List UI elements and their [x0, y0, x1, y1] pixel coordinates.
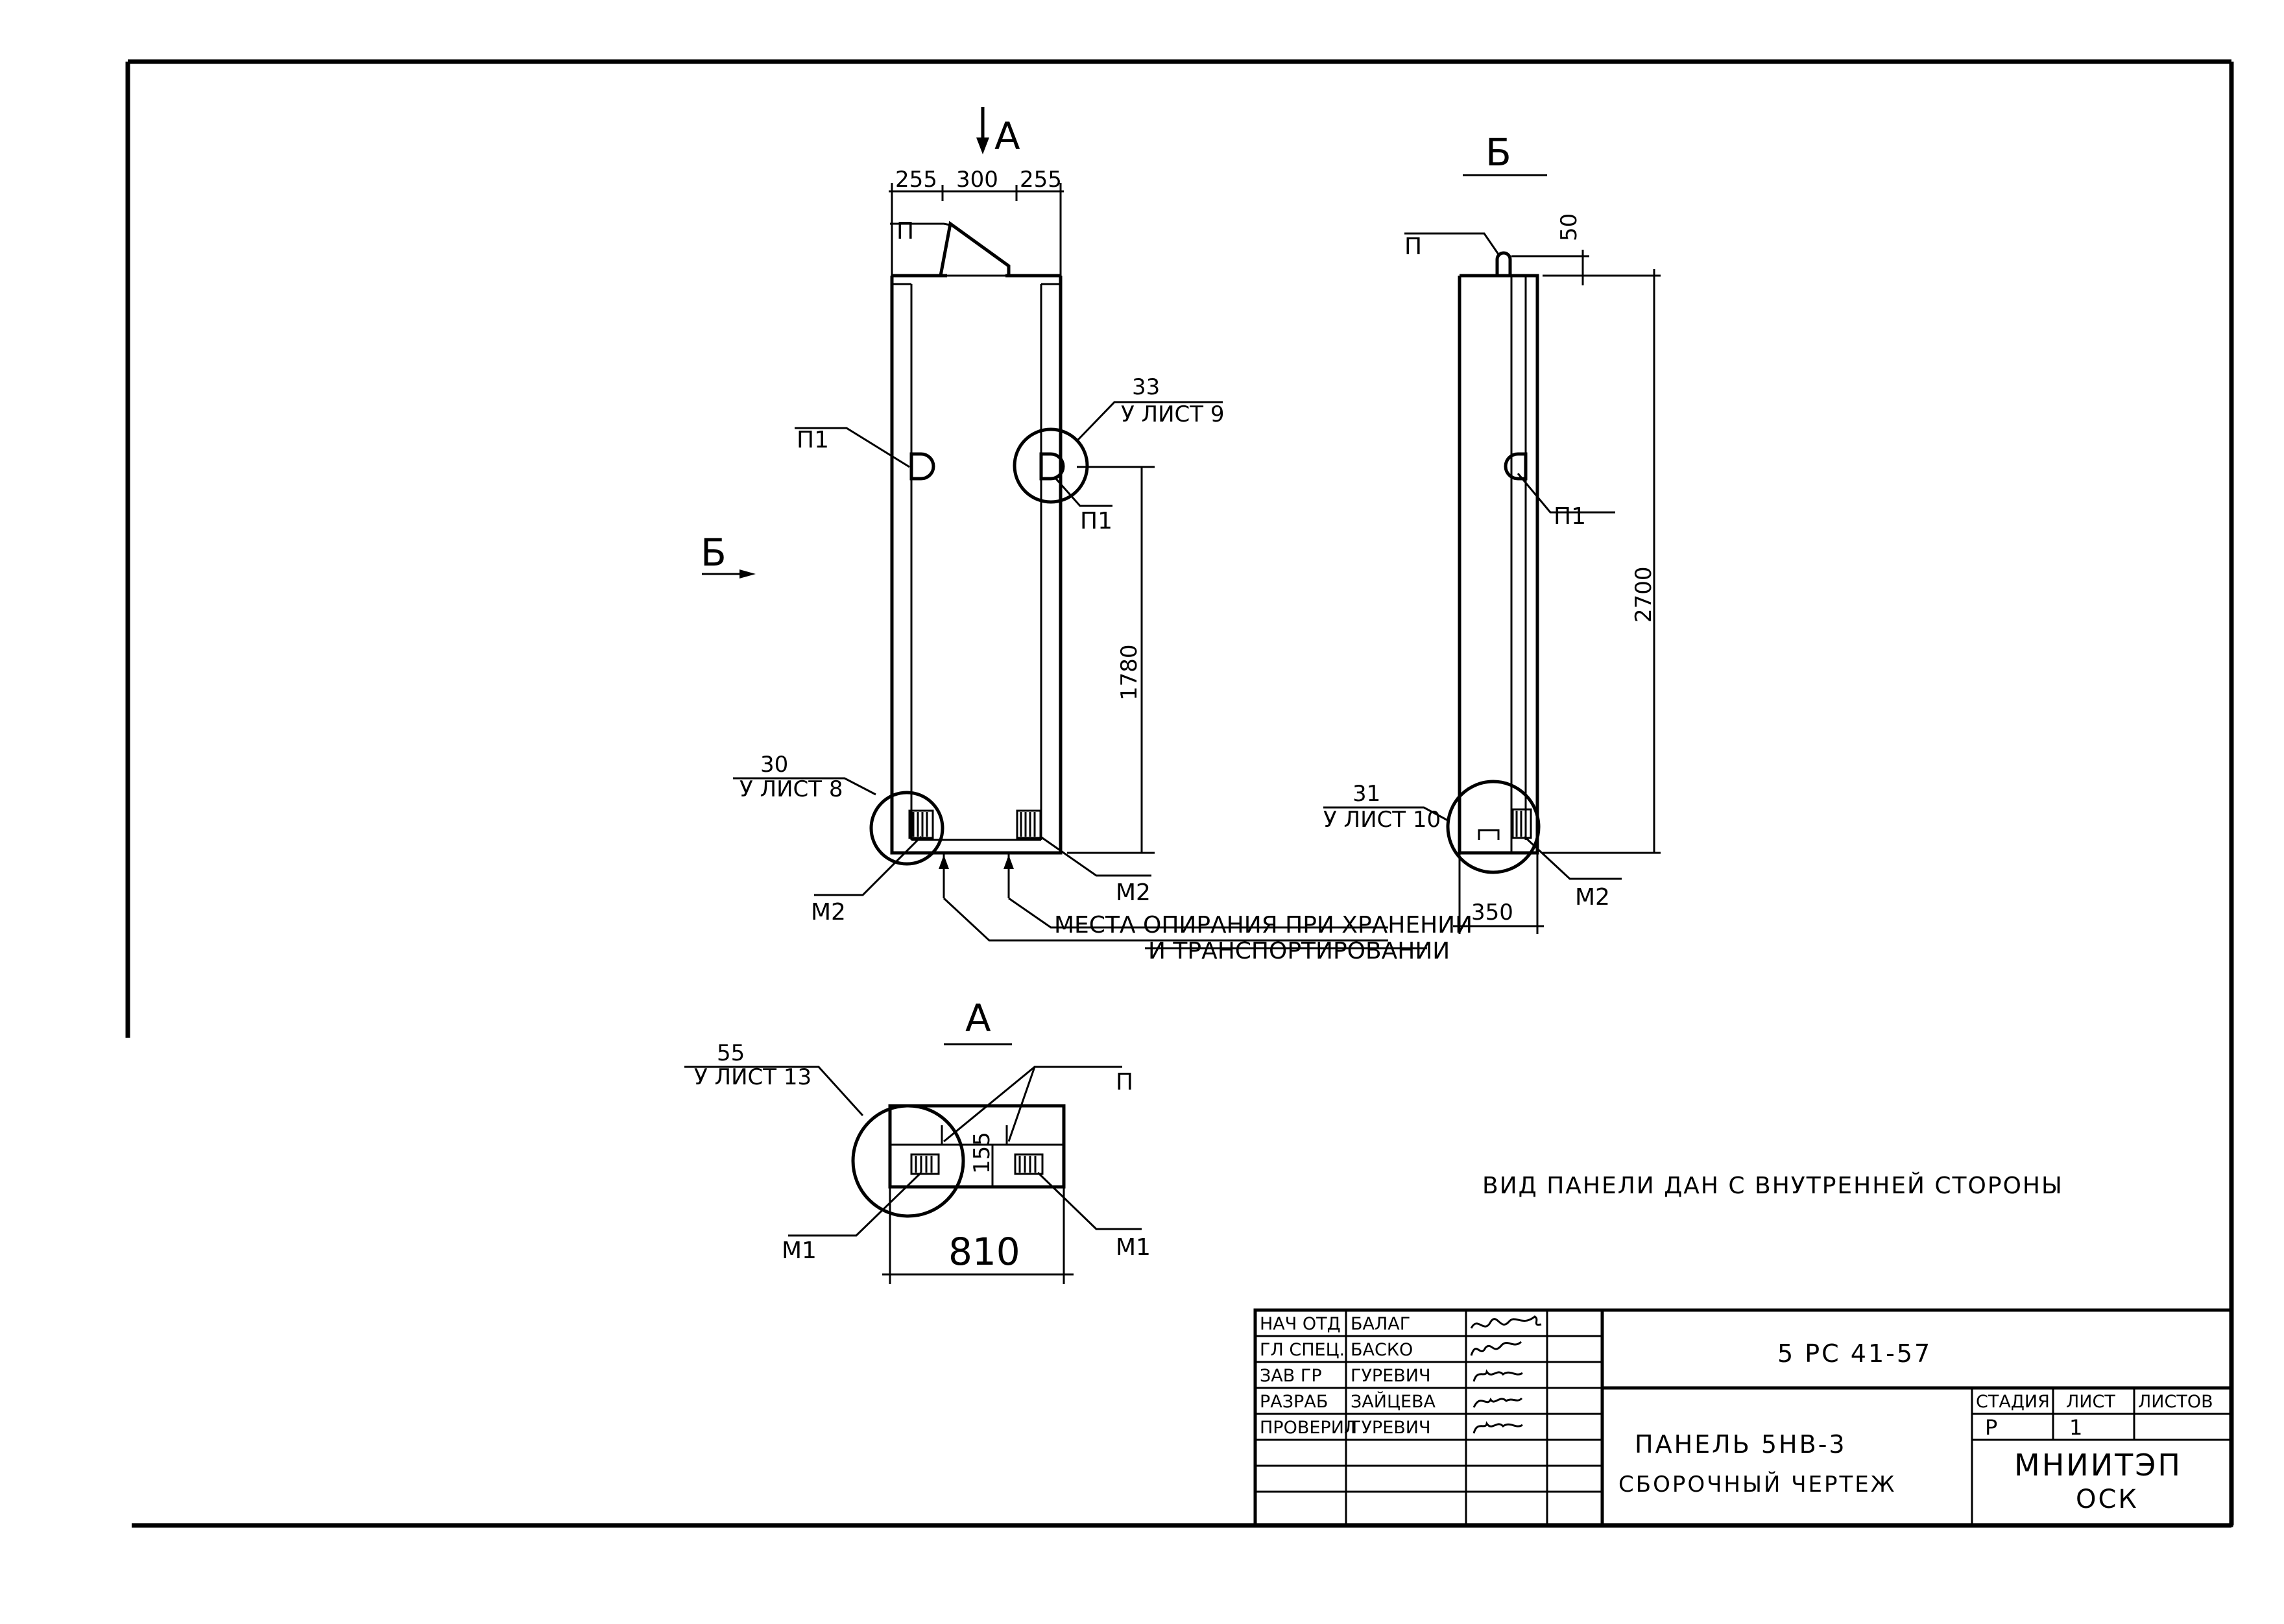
label-p1-left: П1 [797, 427, 829, 453]
tb-stage-value: Р [1985, 1415, 1997, 1440]
view-a-dim-155: 155 [969, 1132, 995, 1174]
tb-title-2: СБОРОЧНЫЙ ЧЕРТЕЖ [1618, 1471, 1896, 1498]
tb-role-5: ПРОВЕРИЛ [1260, 1418, 1357, 1438]
tb-sheet-header: ЛИСТ [2066, 1392, 2115, 1412]
label-m2-right: М2 [1116, 879, 1151, 906]
tb-role-2: ГЛ СПЕЦ. [1260, 1340, 1345, 1360]
label-p1-right: П1 [1080, 508, 1112, 534]
dim-1780: 1780 [1116, 644, 1142, 700]
arrow-b-label: Б [701, 531, 727, 575]
view-b-embedded-plate [1511, 808, 1532, 839]
view-a-label-m1-right: М1 [1116, 1234, 1151, 1261]
view-b-label-p1: П1 [1554, 503, 1586, 530]
tb-name-3: ГУРЕВИЧ [1351, 1366, 1431, 1386]
tb-role-1: НАЧ ОТД [1260, 1314, 1341, 1334]
arrow-a-label: А [994, 114, 1020, 158]
arrow-a-icon [976, 137, 989, 154]
tb-role-4: РАЗРАБ [1260, 1392, 1328, 1412]
drawing-note: ВИД ПАНЕЛИ ДАН С ВНУТРЕННЕЙ СТОРОНЫ [1482, 1172, 2063, 1199]
tb-org-2: ОСК [2076, 1485, 2139, 1514]
view-b-dim-50: 50 [1556, 213, 1582, 241]
main-view: А 255 300 255 П П1 [701, 107, 1473, 964]
dim-top-1: 255 [895, 167, 937, 193]
support-note-2: И ТРАНСПОРТИРОВАНИИ [1148, 938, 1450, 964]
tb-sheet-value: 1 [2069, 1415, 2082, 1440]
tb-doc-code: 5 РС 41-57 [1777, 1339, 1932, 1368]
dim-top-2: 300 [956, 167, 998, 193]
view-a-plate-left [910, 1153, 940, 1175]
label-m2-left: М2 [811, 899, 846, 925]
callout-33-num: 33 [1132, 374, 1160, 400]
tb-title-1: ПАНЕЛЬ 5НВ-3 [1635, 1430, 1847, 1459]
tb-role-3: ЗАВ ГР [1260, 1366, 1322, 1386]
tb-org-1: МНИИТЭП [2014, 1448, 2182, 1483]
view-a-label-m1-left: М1 [782, 1237, 817, 1264]
dim-top-3: 255 [1020, 167, 1062, 193]
view-a-label-p: П [1116, 1069, 1133, 1095]
view-a-title: А [965, 996, 991, 1040]
tb-sheets-header: ЛИСТОВ [2138, 1392, 2213, 1412]
detail-circle-33 [1013, 427, 1089, 504]
side-view: Б П 50 2700 П1 31 У ЛИСТ 10 [1323, 130, 1661, 934]
embedded-plate-left [908, 809, 934, 839]
callout-30-sheet: У ЛИСТ 8 [739, 776, 843, 802]
callout-33-sheet: У ЛИСТ 9 [1121, 401, 1224, 427]
top-view: А 55 У ЛИСТ 13 П 155 [684, 996, 1151, 1284]
callout-31-num: 31 [1352, 781, 1380, 807]
sheet-frame [125, 59, 2234, 1528]
title-block: НАЧ ОТД БАЛАГ ГЛ СПЕЦ. БАСКО ЗАВ ГР ГУРЕ… [1253, 1308, 2233, 1527]
tb-stage-header: СТАДИЯ [1976, 1392, 2050, 1412]
signature-marks [1470, 1315, 1542, 1434]
callout-31-sheet: У ЛИСТ 10 [1323, 807, 1441, 833]
view-b-label-p: П [1404, 233, 1422, 260]
support-arrow-left-icon [939, 855, 949, 869]
tb-name-1: БАЛАГ [1351, 1314, 1410, 1334]
view-b-dim-350: 350 [1471, 900, 1513, 925]
tb-name-4: ЗАЙЦЕВА [1351, 1391, 1436, 1412]
callout-55-sheet: У ЛИСТ 13 [694, 1064, 811, 1090]
view-b-label-m2: М2 [1575, 884, 1610, 911]
callout-55-num: 55 [717, 1040, 745, 1066]
panel-outline [890, 221, 1063, 855]
support-arrow-right-icon [1004, 855, 1014, 869]
support-note-1: МЕСТА ОПИРАНИЯ ПРИ ХРАНЕНИИ [1054, 912, 1473, 938]
embedded-plate-right [1016, 809, 1042, 839]
tb-name-2: БАСКО [1351, 1340, 1413, 1360]
view-b-title: Б [1485, 130, 1511, 174]
detail-circle-31 [1446, 780, 1541, 874]
detail-circle-55 [851, 1104, 965, 1218]
view-b-dim-2700: 2700 [1631, 566, 1657, 623]
tb-name-5: ГУРЕВИЧ [1351, 1418, 1431, 1438]
view-a-plate-right [1014, 1153, 1044, 1175]
view-a-dim-810: 810 [948, 1230, 1020, 1274]
callout-30-num: 30 [760, 752, 788, 778]
arrow-b-icon [739, 569, 756, 579]
detail-circle-30 [869, 791, 944, 866]
label-p: П [896, 218, 914, 245]
